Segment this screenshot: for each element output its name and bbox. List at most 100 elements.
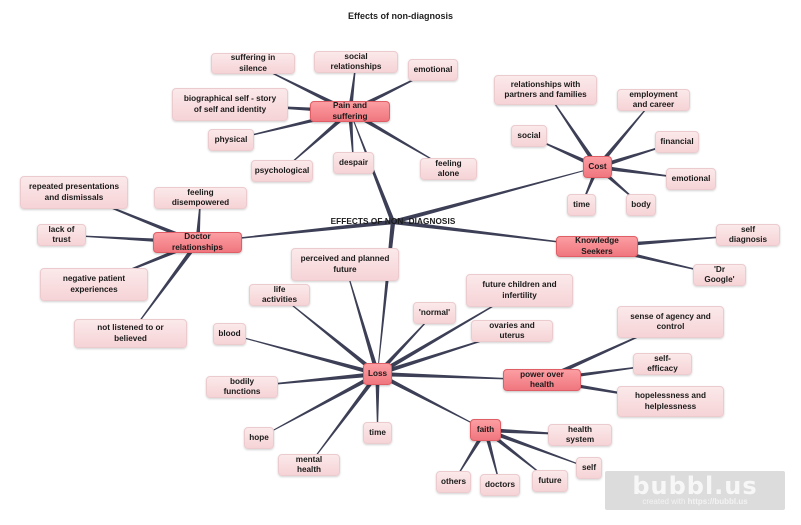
topic-node-doctor-relationships[interactable]: Doctor relationships xyxy=(153,232,242,253)
subtopic-node-others[interactable]: others xyxy=(436,471,471,493)
watermark-prefix: created with xyxy=(642,497,688,506)
subtopic-node-self-diagnosis[interactable]: self diagnosis xyxy=(716,224,780,246)
subtopic-node-psychological[interactable]: psychological xyxy=(251,160,313,182)
subtopic-node-mental-health[interactable]: mental health xyxy=(278,454,340,476)
subtopic-node-life-activities[interactable]: life activities xyxy=(249,284,310,306)
watermark-caption: created with https://bubbl.us xyxy=(605,497,785,506)
map-title: Effects of non-diagnosis xyxy=(347,11,453,21)
node-label: doctors xyxy=(484,479,516,489)
subtopic-node-emotional[interactable]: emotional xyxy=(408,59,458,81)
node-label: blood xyxy=(218,328,241,338)
node-label: bodily functions xyxy=(223,376,261,396)
subtopic-node-feeling-disempowered[interactable]: feeling disempowered xyxy=(154,187,247,209)
node-label: social relationships xyxy=(330,51,382,71)
edge-pain-psychological xyxy=(281,109,352,172)
node-label: body xyxy=(631,199,651,209)
node-label: emotional xyxy=(671,173,711,183)
subtopic-node-negative-patient-experiences[interactable]: negative patient experiences xyxy=(40,268,148,301)
node-label: financial xyxy=(660,136,694,146)
node-label: physical xyxy=(214,134,248,144)
node-label: future children and infertility xyxy=(482,280,557,300)
node-label: feeling disempowered xyxy=(171,187,230,207)
central-topic-node[interactable]: EFFECTS OF NON- DIAGNOSIS xyxy=(318,214,468,230)
subtopic-node-suffering-in-silence[interactable]: suffering in silence xyxy=(211,53,295,74)
edge-loss-faith xyxy=(376,372,486,431)
subtopic-node-not-listened-to-or-believed[interactable]: not listened to or believed xyxy=(74,319,187,348)
subtopic-node-future-children-and-infertility[interactable]: future children and infertility xyxy=(466,274,573,307)
topic-node-loss[interactable]: Loss xyxy=(363,363,392,385)
node-label: 'normal' xyxy=(418,307,451,317)
subtopic-node-biographical-self-story-of-self-and-identity[interactable]: biographical self - story of self and id… xyxy=(172,88,288,121)
subtopic-node-self[interactable]: self xyxy=(576,457,602,479)
node-label: Loss xyxy=(367,368,388,378)
subtopic-node-body[interactable]: body xyxy=(626,194,656,216)
subtopic-node-despair[interactable]: despair xyxy=(333,152,374,174)
subtopic-node-normal[interactable]: 'normal' xyxy=(413,302,456,324)
node-label: psychological xyxy=(254,165,310,175)
topic-node-pain-and-suffering[interactable]: Pain and suffering xyxy=(310,101,390,122)
node-label: not listened to or believed xyxy=(97,323,164,343)
subtopic-node-feeling-alone[interactable]: feeling alone xyxy=(420,158,477,180)
subtopic-node-perceived-and-planned-future[interactable]: perceived and planned future xyxy=(291,248,399,281)
subtopic-node-doctors[interactable]: doctors xyxy=(480,474,520,496)
edge-loss-time xyxy=(375,374,380,433)
subtopic-node-time[interactable]: time xyxy=(363,422,392,444)
node-label: life activities xyxy=(261,284,298,304)
subtopic-node-social-relationships[interactable]: social relationships xyxy=(314,51,398,73)
edge-doctor-feeling-disempowered xyxy=(195,197,201,243)
edge-loss-future-children-and-infertility xyxy=(376,290,520,376)
subtopic-node-time[interactable]: time xyxy=(567,194,596,216)
subtopic-node-blood[interactable]: blood xyxy=(213,323,246,345)
topic-node-knowledge-seekers[interactable]: Knowledge Seekers xyxy=(556,236,638,257)
edge-doctor-not-listened-to-or-believed xyxy=(130,241,200,334)
subtopic-node-social[interactable]: social xyxy=(511,125,547,147)
subtopic-node-hopelessness-and-helplessness[interactable]: hopelessness and helplessness xyxy=(617,386,724,417)
topic-node-cost[interactable]: Cost xyxy=(583,156,612,178)
node-label: negative patient experiences xyxy=(62,274,126,294)
node-label: self diagnosis xyxy=(728,224,768,244)
topic-node-faith[interactable]: faith xyxy=(470,419,501,441)
edge-faith-doctors xyxy=(483,429,501,486)
edge-loss-normal xyxy=(375,312,435,376)
node-label: hope xyxy=(249,432,269,442)
edge-loss-life-activities xyxy=(279,294,379,376)
subtopic-node-emotional[interactable]: emotional xyxy=(666,168,716,190)
subtopic-node-hope[interactable]: hope xyxy=(244,427,274,449)
edge-faith-future xyxy=(484,428,551,482)
node-label: emotional xyxy=(413,64,453,74)
edge-loss-mental-health xyxy=(308,372,380,466)
watermark-url[interactable]: https://bubbl.us xyxy=(687,497,748,506)
edge-root-doctor xyxy=(197,219,394,243)
subtopic-node-relationships-with-partners-and-families[interactable]: relationships with partners and families xyxy=(494,75,597,105)
subtopic-node-bodily-functions[interactable]: bodily functions xyxy=(206,376,278,398)
subtopic-node-lack-of-trust[interactable]: lack of trust xyxy=(37,224,86,246)
node-label: others xyxy=(440,476,467,486)
node-label: perceived and planned future xyxy=(300,254,390,274)
node-label: health system xyxy=(565,424,595,444)
bubblus-logo: bubbl.us xyxy=(632,472,758,500)
subtopic-node-sense-of-agency-and-control[interactable]: sense of agency and control xyxy=(617,306,724,338)
node-label: faith xyxy=(476,424,495,434)
edge-loss-perceived-and-planned-future xyxy=(344,264,380,375)
subtopic-node-repeated-presentations-and-dismissals[interactable]: repeated presentations and dismissals xyxy=(20,176,128,209)
subtopic-node-future[interactable]: future xyxy=(532,470,568,492)
node-label: time xyxy=(369,427,386,437)
bubblus-watermark[interactable]: bubbl.us created with https://bubbl.us xyxy=(605,471,785,510)
subtopic-node-employment-and-career[interactable]: employment and career xyxy=(617,89,690,111)
node-label: EFFECTS OF NON- DIAGNOSIS xyxy=(330,216,456,226)
node-label: sense of agency and control xyxy=(630,311,711,331)
edge-faith-self xyxy=(484,427,590,469)
node-label: self-efficacy xyxy=(647,353,678,373)
subtopic-node-dr-google[interactable]: 'Dr Google' xyxy=(693,264,746,286)
node-label: suffering in silence xyxy=(230,53,276,73)
edge-pain-suffering-in-silence xyxy=(252,63,351,114)
edge-cost-employment-and-career xyxy=(595,99,654,169)
subtopic-node-ovaries-and-uterus[interactable]: ovaries and uterus xyxy=(471,320,553,342)
subtopic-node-physical[interactable]: physical xyxy=(208,129,254,151)
subtopic-node-financial[interactable]: financial xyxy=(655,131,699,153)
node-label: Cost xyxy=(588,161,607,171)
subtopic-node-health-system[interactable]: health system xyxy=(548,424,612,446)
subtopic-node-self-efficacy[interactable]: self-efficacy xyxy=(633,353,692,375)
topic-node-power-over-health[interactable]: power over health xyxy=(503,369,581,391)
